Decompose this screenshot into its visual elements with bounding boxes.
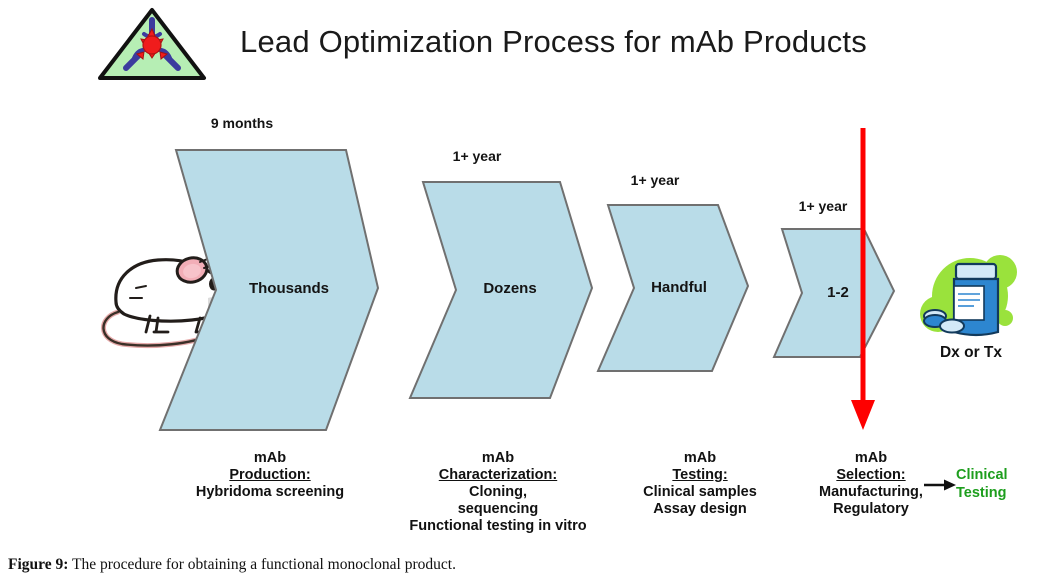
stage-caption-3-line4: Assay design <box>653 501 747 517</box>
chevron-label-1: Thousands <box>248 280 329 297</box>
stage-caption-2: mAb Characterization: Cloning, sequencin… <box>380 450 616 535</box>
stage-duration-4: 1+ year <box>798 198 848 214</box>
pill-bottle-svg <box>920 255 1017 337</box>
red-down-arrow-icon <box>846 126 880 432</box>
chevron-stage-1-shape <box>158 149 380 431</box>
stage-duration-3: 1+ year <box>630 172 680 188</box>
stage-caption-4-line1: mAb <box>854 450 888 466</box>
figure-caption: Figure 9: The procedure for obtaining a … <box>8 556 1028 574</box>
stage-caption-2-line4: sequencing <box>457 501 539 517</box>
stage-caption-2-line3: Cloning, <box>469 484 527 500</box>
stage-duration-2: 1+ year <box>452 148 502 164</box>
chevron-stage-3: Handful <box>596 203 750 373</box>
stage-caption-1: mAb Production: Hybridoma screening <box>160 450 380 501</box>
pill-bottle-icon <box>908 248 1032 346</box>
right-arrow-icon <box>924 478 958 492</box>
chevron-stage-3-shape <box>596 204 750 372</box>
antibody-triangle-logo <box>96 6 208 82</box>
stage-duration-1: 9 months <box>210 115 274 131</box>
chevron-label-3: Handful <box>651 279 707 296</box>
stage-caption-3-line3: Clinical samples <box>643 484 757 500</box>
clinical-testing-line1: Clinical <box>956 467 1008 483</box>
stage-caption-1-line2: Production: <box>229 467 311 483</box>
stage-caption-4-line3: Manufacturing, <box>819 484 923 500</box>
stage-caption-3-line1: mAb <box>683 450 717 466</box>
stage-caption-4-line4: Regulatory <box>833 501 909 517</box>
outcome-label: Dx or Tx <box>939 344 1002 361</box>
stage-caption-2-line1: mAb <box>481 450 515 466</box>
stage-caption-1-line1: mAb <box>253 450 287 466</box>
chevron-label-4: 1-2 <box>827 284 849 301</box>
stage-caption-3-line2: Testing: <box>672 467 728 483</box>
figure-caption-text: The procedure for obtaining a functional… <box>68 556 456 573</box>
chevron-stage-2-shape <box>408 181 594 399</box>
right-arrow-svg <box>924 479 956 491</box>
figure-header: Lead Optimization Process for mAb Produc… <box>0 0 1040 95</box>
chevron-stage-2: Dozens <box>408 180 594 400</box>
stage-caption-4-line2: Selection: <box>836 467 906 483</box>
stage-caption-2-line5: Functional testing in vitro <box>409 518 587 534</box>
figure-caption-label: Figure 9: <box>8 556 69 573</box>
red-down-arrow-svg <box>851 128 875 430</box>
clinical-testing-label: Clinical Testing <box>956 466 1036 502</box>
stage-caption-3: mAb Testing: Clinical samples Assay desi… <box>610 450 790 518</box>
stage-caption-2-line2: Characterization: <box>438 467 558 483</box>
page-title: Lead Optimization Process for mAb Produc… <box>240 24 867 59</box>
clinical-testing-line2: Testing <box>956 485 1007 501</box>
antibody-triangle-logo-svg <box>98 8 206 80</box>
stage-caption-4: mAb Selection: Manufacturing, Regulatory <box>786 450 956 518</box>
chevron-label-2: Dozens <box>483 280 537 297</box>
stage-caption-1-line3: Hybridoma screening <box>195 484 345 500</box>
chevron-stage-1: Thousands <box>158 148 380 432</box>
